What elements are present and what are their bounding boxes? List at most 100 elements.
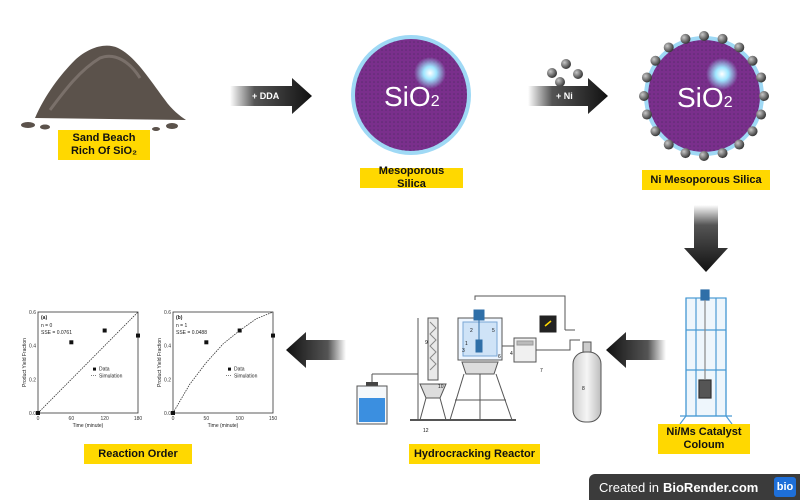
nickel-particle: [680, 148, 691, 159]
data-point: [69, 340, 74, 345]
y-tick-label: 0.0: [29, 411, 36, 417]
x-axis-label: Time (minute): [208, 423, 239, 429]
x-tick-label: 0: [172, 416, 175, 422]
reactor-number-2: 2: [470, 328, 473, 334]
label-ni-mesoporous-silica: Ni Mesoporous Silica: [642, 170, 770, 190]
nickel-particle: [759, 91, 769, 101]
y-tick-label: 0.6: [164, 310, 171, 316]
reactor-number-4: 4: [510, 351, 513, 357]
arrow-add-ni: + Ni: [528, 78, 608, 114]
nickel-particle: [734, 139, 745, 150]
reactor-number-8: 8: [582, 386, 585, 392]
reactor-number-9: 9: [425, 340, 428, 346]
data-point: [171, 411, 175, 415]
reactor-number-10: 10: [438, 384, 444, 390]
nickel-particle: [747, 126, 758, 137]
y-axis-label: Product Yield Fraction: [157, 338, 163, 387]
nickel-particles-icon: [547, 59, 583, 87]
badge-brand: BioRender.com: [662, 479, 759, 495]
arrow-dda-label: + DDA: [252, 91, 280, 101]
arrow-down: [684, 205, 728, 272]
nickel-particle: [641, 109, 652, 120]
panel-label: (a): [41, 315, 47, 321]
biorender-badge[interactable]: Created in BioRender.com bio: [589, 474, 800, 500]
data-point: [102, 328, 107, 333]
label-sand-beach: Sand Beach Rich Of SiO₂: [58, 130, 150, 160]
label-mesoporous-silica: Mesoporous Silica: [360, 165, 463, 190]
nickel-particle: [641, 72, 652, 83]
nickel-particle: [680, 33, 691, 44]
y-tick-label: 0.2: [164, 377, 171, 383]
y-axis-label: Product Yield Fraction: [22, 338, 28, 387]
arrow-left-to-charts: [286, 332, 346, 368]
x-axis-label: Time (minute): [73, 423, 104, 429]
data-point: [237, 328, 242, 333]
reactor-number-6: 6: [498, 354, 501, 360]
label-reaction-order: Reaction Order: [84, 444, 192, 464]
y-tick-label: 0.4: [164, 344, 171, 350]
ni-mesoporous-silica-sphere: SiO2: [639, 31, 769, 161]
catalyst-column-icon: [679, 289, 733, 425]
reactor-number-3: 3: [462, 348, 465, 354]
nickel-particle: [699, 31, 709, 41]
y-tick-label: 0.6: [29, 310, 36, 316]
nickel-particle: [663, 139, 674, 150]
y-tick-label: 0.4: [29, 344, 36, 350]
annotation: SSE = 0.0488: [176, 330, 207, 336]
reactor-number-1: 1: [465, 341, 468, 347]
legend-simulation: Simulation: [99, 374, 123, 380]
arrow-left-to-reactor: [606, 332, 666, 368]
mesoporous-silica-sphere: SiO2: [351, 35, 471, 155]
plot-frame: [172, 311, 274, 414]
sand-pile-icon: [21, 45, 186, 131]
reactor-number-12: 12: [423, 428, 429, 434]
simulation-line: [37, 311, 139, 414]
legend-marker-data: [93, 367, 96, 371]
meso-core-text: SiO2: [384, 81, 440, 112]
data-point: [271, 333, 275, 338]
nickel-particle: [639, 91, 649, 101]
nickel-particle: [717, 148, 728, 159]
x-tick-label: 120: [100, 416, 109, 422]
nickel-coating-particles: [639, 31, 769, 161]
annotation: n = 0: [41, 323, 52, 329]
y-tick-label: 0.2: [29, 377, 36, 383]
reactor-number-5: 5: [492, 328, 495, 334]
badge-prefix: Created in: [599, 479, 659, 495]
x-tick-label: 180: [134, 416, 143, 422]
annotation: n = 1: [176, 323, 187, 329]
legend-marker-data: [228, 367, 231, 371]
data-point: [36, 411, 40, 415]
collection-flask-icon: [356, 382, 388, 425]
data-point: [136, 333, 140, 338]
arrow-ni-label: + Ni: [556, 91, 573, 101]
annotation: SSE = 0.0761: [41, 330, 72, 336]
legend-data: Data: [99, 367, 110, 373]
arrow-add-dda: + DDA: [230, 78, 312, 114]
x-tick-label: 50: [204, 416, 210, 422]
x-tick-label: 60: [69, 416, 75, 422]
x-tick-label: 0: [37, 416, 40, 422]
data-point: [204, 340, 209, 345]
label-hydrocracking-reactor: Hydrocracking Reactor: [409, 444, 540, 464]
nickel-particle: [734, 42, 745, 53]
nickel-particle: [650, 126, 661, 137]
x-tick-label: 150: [269, 416, 278, 422]
nickel-particle: [756, 72, 767, 83]
legend-simulation: Simulation: [234, 374, 258, 380]
nickel-particle: [717, 33, 728, 44]
ni-core-text: SiO2: [677, 82, 733, 113]
label-catalyst-column: Ni/Ms Catalyst Coloum: [658, 424, 750, 454]
nickel-particle: [747, 55, 758, 66]
nickel-particle: [650, 55, 661, 66]
legend-data: Data: [234, 367, 245, 373]
nickel-particle: [699, 151, 709, 161]
simulation-line: [172, 311, 274, 414]
reactor-number-7: 7: [540, 368, 543, 374]
hydrocracking-reactor-icon: [371, 295, 602, 423]
y-tick-label: 0.0: [164, 411, 171, 417]
biorender-logo-icon: bio: [774, 477, 796, 497]
